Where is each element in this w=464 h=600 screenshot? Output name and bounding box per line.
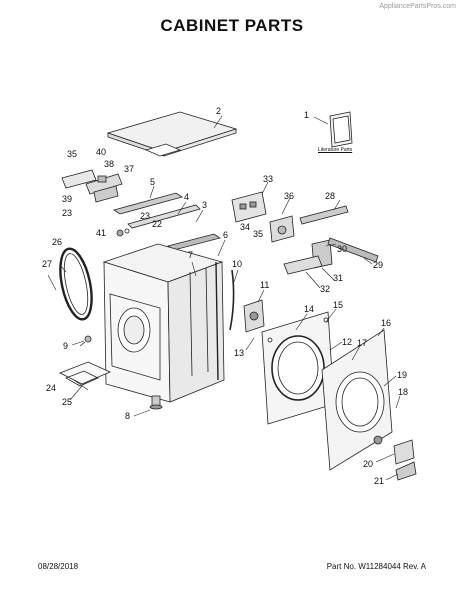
literature-parts-illustration [329, 111, 353, 148]
callout-6: 6 [223, 230, 228, 240]
callout-2: 2 [216, 106, 221, 116]
callout-10: 10 [232, 259, 242, 269]
watermark: AppliancePartsPros.com [379, 3, 456, 10]
top-rails-illustration [113, 192, 221, 251]
callout-24: 24 [46, 383, 56, 393]
callout-19: 19 [397, 370, 407, 380]
callout-8: 8 [125, 411, 130, 421]
callout-12: 12 [342, 337, 352, 347]
callout-39: 39 [62, 194, 72, 204]
control-panel-assembly-illustration [231, 191, 379, 275]
callout-15: 15 [333, 300, 343, 310]
callout-32: 32 [320, 284, 330, 294]
callout-14: 14 [304, 304, 314, 314]
door-boot-ring-illustration [59, 247, 93, 321]
callout-22: 22 [152, 219, 162, 229]
callout-11: 11 [260, 280, 269, 290]
callout-leader-lines [47, 115, 401, 481]
callout-38: 38 [104, 159, 114, 169]
inlet-valve-illustration [243, 299, 265, 333]
front-inner-panel-illustration [261, 311, 335, 425]
front-panel-illustration [321, 329, 393, 471]
callout-31: 31 [333, 273, 343, 283]
callout-23: 23 [62, 208, 72, 218]
callout-17: 17 [357, 338, 367, 348]
page-title: CABINET PARTS [160, 16, 304, 35]
callout-37: 37 [124, 164, 134, 174]
callout-30: 30 [337, 244, 347, 254]
callout-5: 5 [150, 177, 155, 187]
door-hinge-illustration [393, 439, 417, 481]
footer-date: 08/28/2018 [38, 562, 79, 571]
callout-28: 28 [325, 191, 335, 201]
callout-9: 9 [63, 341, 68, 351]
callout-34: 34 [240, 222, 250, 232]
callout-40: 40 [96, 147, 106, 157]
callout-33: 33 [263, 174, 273, 184]
cabinet-body-illustration [102, 243, 225, 403]
top-panel-illustration [106, 111, 238, 157]
callout-26: 26 [52, 237, 62, 247]
callout-20: 20 [363, 459, 373, 469]
callout-13: 13 [234, 348, 244, 358]
callout-3: 3 [202, 200, 207, 210]
callout-4: 4 [184, 192, 189, 202]
callout-35: 35 [67, 149, 77, 159]
callout-23-b: 23 [140, 211, 150, 221]
callout-27: 27 [42, 259, 52, 269]
cord-clip-illustration [229, 269, 235, 331]
callout-35-b: 35 [253, 229, 263, 239]
callout-7: 7 [188, 250, 193, 260]
callout-25: 25 [62, 397, 72, 407]
footer-part-number: Part No. W11284044 Rev. A [326, 562, 426, 571]
hinge-bracket-illustration [61, 169, 123, 203]
callout-29: 29 [373, 260, 383, 270]
callout-18: 18 [398, 387, 408, 397]
callout-21: 21 [374, 476, 384, 486]
callout-41: 41 [96, 228, 106, 238]
callout-36: 36 [284, 191, 294, 201]
literature-label: Literature Parts [318, 147, 353, 153]
callout-1: 1 [304, 110, 309, 120]
callout-16: 16 [381, 318, 391, 328]
